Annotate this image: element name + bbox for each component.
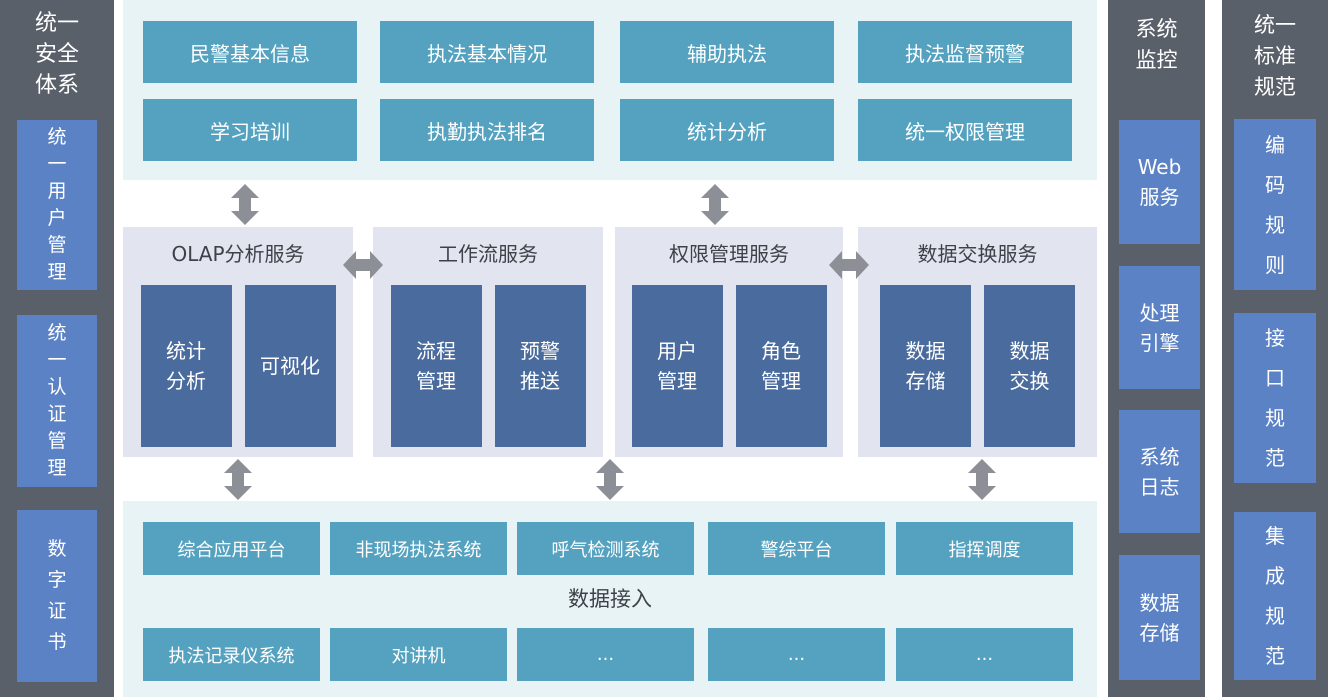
security-column-title: 统一 安全 体系: [34, 11, 79, 98]
web-service-node: Web 服务: [1119, 120, 1200, 244]
standard-column-title: 统一 标准 规范: [1254, 13, 1296, 99]
statistics-analysis-module: 统计 分析: [140, 285, 232, 447]
unified-standard-column: 统一 标准 规范 编 码 规 则 接 口 规 范 集 成 规 范: [1222, 0, 1328, 697]
system-monitor-column: 系统 监控 Web 服务 处理 引擎 系统 日志 数据 存储: [1108, 0, 1205, 697]
unified-auth-management-node: 统 一 认 证 管 理: [17, 315, 97, 487]
up-down-arrow-icon: [224, 459, 252, 500]
enforcement-supervision-warning-node: 执法监督预警: [858, 21, 1072, 83]
digital-certificate-node: 数 字 证 书: [17, 510, 97, 682]
user-management-module: 用户 管理: [631, 285, 723, 447]
police-comprehensive-platform-node: 警综平台: [708, 522, 885, 575]
intercom-node: 对讲机: [330, 628, 507, 681]
data-exchange-service-panel: 数据交换服务 数据 存储 数据 交换: [858, 227, 1097, 457]
data-access-layer: 综合应用平台 非现场执法系统 呼气检测系统 警综平台 指挥调度 数据接入 执法记…: [123, 501, 1097, 697]
duty-enforcement-ranking-node: 执勤执法排名: [380, 99, 594, 161]
breath-test-system-node: 呼气检测系统: [517, 522, 694, 575]
left-right-arrow-icon: [343, 251, 383, 279]
warning-push-module: 预警 推送: [494, 285, 586, 447]
workflow-service-panel: 工作流服务 流程 管理 预警 推送: [373, 227, 603, 457]
unified-permission-management-node: 统一权限管理: [858, 99, 1072, 161]
system-log-node: 系统 日志: [1119, 410, 1200, 533]
ellipsis-node: ...: [708, 628, 885, 681]
integrated-application-platform-node: 综合应用平台: [143, 522, 320, 575]
application-layer: 民警基本信息 执法基本情况 辅助执法 执法监督预警 学习培训 执勤执法排名 统计…: [123, 0, 1097, 180]
assisted-enforcement-node: 辅助执法: [620, 21, 834, 83]
statistical-analysis-node: 统计分析: [620, 99, 834, 161]
panel-title: 权限管理服务: [669, 242, 789, 266]
security-system-column: 统一 安全 体系 统 一 用 户 管 理 统 一 认 证 管 理 数 字 证 书: [0, 0, 114, 697]
police-basic-info-node: 民警基本信息: [143, 21, 357, 83]
monitor-column-title: 系统 监控: [1135, 17, 1178, 72]
interface-specification-node: 接 口 规 范: [1234, 313, 1316, 483]
data-storage-module: 数据 存储: [880, 285, 971, 447]
visualization-module: 可视化: [244, 285, 336, 447]
body-camera-system-node: 执法记录仪系统: [143, 628, 320, 681]
up-down-arrow-icon: [231, 184, 259, 225]
ellipsis-node: ...: [896, 628, 1073, 681]
olap-analysis-service-panel: OLAP分析服务 统计 分析 可视化: [123, 227, 353, 457]
panel-title: 数据交换服务: [917, 242, 1038, 266]
data-storage-node: 数据 存储: [1119, 555, 1200, 680]
coding-rules-node: 编 码 规 则: [1234, 119, 1316, 290]
permission-management-service-panel: 权限管理服务 用户 管理 角色 管理: [615, 227, 843, 457]
offsite-enforcement-system-node: 非现场执法系统: [330, 522, 507, 575]
up-down-arrow-icon: [701, 184, 729, 225]
role-management-module: 角色 管理: [735, 285, 827, 447]
data-exchange-module: 数据 交换: [984, 285, 1075, 447]
enforcement-basic-status-node: 执法基本情况: [380, 21, 594, 83]
command-dispatch-node: 指挥调度: [896, 522, 1073, 575]
process-management-module: 流程 管理: [390, 285, 482, 447]
processing-engine-node: 处理 引擎: [1119, 266, 1200, 389]
data-access-title: 数据接入: [568, 587, 652, 611]
unified-user-management-node: 统 一 用 户 管 理: [17, 120, 97, 290]
learning-training-node: 学习培训: [143, 99, 357, 161]
up-down-arrow-icon: [968, 459, 996, 500]
up-down-arrow-icon: [596, 459, 624, 500]
integration-specification-node: 集 成 规 范: [1234, 512, 1316, 680]
ellipsis-node: ...: [517, 628, 694, 681]
left-right-arrow-icon: [829, 251, 869, 279]
panel-title: 工作流服务: [438, 242, 538, 266]
panel-title: OLAP分析服务: [171, 242, 305, 266]
